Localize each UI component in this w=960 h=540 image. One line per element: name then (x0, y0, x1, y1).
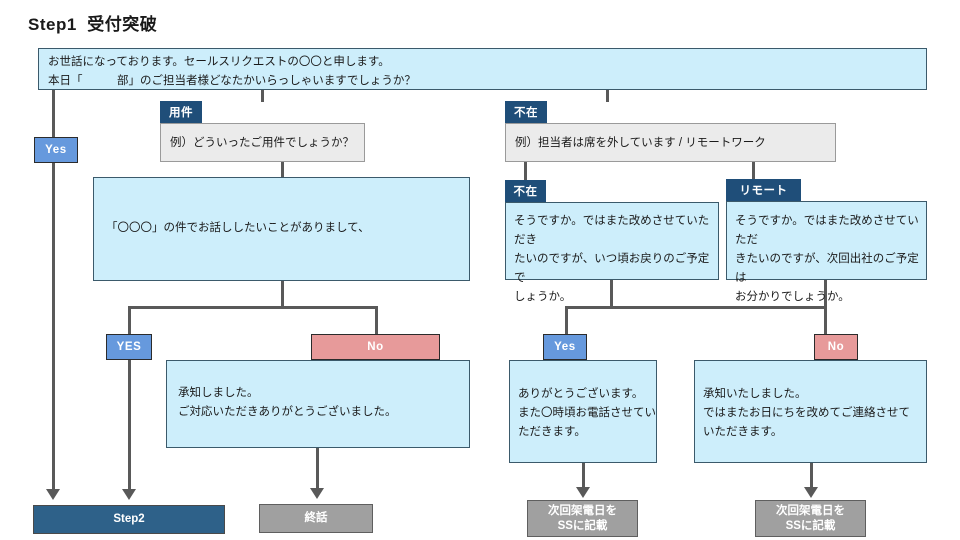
connector-left-split-no (375, 306, 378, 336)
arrow-to-record-right (804, 487, 818, 498)
opening-script-text: お世話になっております。セールスリクエストの〇〇と申します。 本日「 部」のご担… (48, 56, 416, 87)
connector-right-split-yes (565, 306, 568, 336)
connector-right-split-no (824, 306, 827, 336)
arrow-to-record-left (576, 487, 590, 498)
absent-reply-text: そうですか。ではまた改めさせていただき たいのですが、いつ頃お戻りのご予定で し… (514, 215, 710, 303)
tab-fuzai-sub[interactable]: 不在 (505, 180, 546, 202)
left-no-reply-text: 承知しました。 ご対応いただきありがとうございました。 (178, 387, 397, 418)
connector-fuzai-to-absent (524, 162, 527, 181)
badge-right-no[interactable]: No (814, 334, 858, 360)
pitch-text: 「〇〇〇」の件でお話ししたいことがありまして、 (106, 222, 370, 234)
tab-yoken[interactable]: 用件 (160, 101, 202, 123)
badge-left-yes[interactable]: YES (106, 334, 152, 360)
connector-opening-to-yoken (261, 88, 264, 102)
arrow-to-step2-left (46, 489, 60, 500)
tab-fuzai[interactable]: 不在 (505, 101, 547, 123)
connector-noreply-to-record-right (810, 463, 813, 489)
absent-reply-box (505, 202, 719, 280)
terminal-end-call[interactable]: 終話 (259, 504, 373, 533)
connector-yes-to-step2 (52, 162, 55, 492)
tab-remote[interactable]: リモート (726, 179, 801, 201)
connector-left-split-bar (128, 306, 378, 309)
connector-opening-to-fuzai (606, 88, 609, 102)
connector-yoken-to-pitch (281, 162, 284, 178)
opening-script-box (38, 48, 927, 90)
connector-yes-badge-to-step2 (128, 360, 131, 491)
badge-left-no[interactable]: No (311, 334, 440, 360)
connector-opening-to-yes (52, 88, 55, 138)
connector-right-split-bar (565, 306, 827, 309)
right-yes-reply-text: ありがとうございます。 また〇時頃お電話させてい ただきます。 (518, 388, 656, 438)
connector-remote-down (824, 280, 827, 306)
connector-absent-down (610, 280, 613, 306)
yoken-example-text: 例）どういったご用件でしょうか？ (170, 137, 354, 149)
fuzai-example-box (505, 123, 836, 162)
remote-reply-box (726, 201, 927, 280)
terminal-record-left[interactable]: 次回架電日を SSに記載 (527, 500, 638, 537)
connector-yesreply-to-record-left (582, 463, 585, 489)
pitch-box (93, 177, 470, 281)
terminal-step2[interactable]: Step2 (33, 505, 225, 534)
connector-noreply-to-endcall (316, 448, 319, 490)
connector-pitch-down (281, 281, 284, 306)
page-title: Step1 受付突破 (28, 15, 158, 34)
fuzai-example-text: 例）担当者は席を外しています / リモートワーク (515, 137, 766, 149)
right-no-reply-box (694, 360, 927, 463)
arrow-to-endcall (310, 488, 324, 499)
terminal-record-right[interactable]: 次回架電日を SSに記載 (755, 500, 866, 537)
right-no-reply-text: 承知いたしました。 ではまたお日にちを改めてご連絡させて いただきます。 (703, 388, 910, 438)
right-yes-reply-box (509, 360, 657, 463)
connector-left-split-yes (128, 306, 131, 336)
arrow-to-step2-right (122, 489, 136, 500)
connector-fuzai-to-remote (752, 162, 755, 181)
badge-opening-yes[interactable]: Yes (34, 137, 78, 163)
yoken-example-box (160, 123, 365, 162)
badge-right-yes[interactable]: Yes (543, 334, 587, 360)
remote-reply-text: そうですか。ではまた改めさせていただ きたいのですが、次回出社のご予定は お分か… (735, 215, 919, 303)
left-no-reply-box (166, 360, 470, 448)
